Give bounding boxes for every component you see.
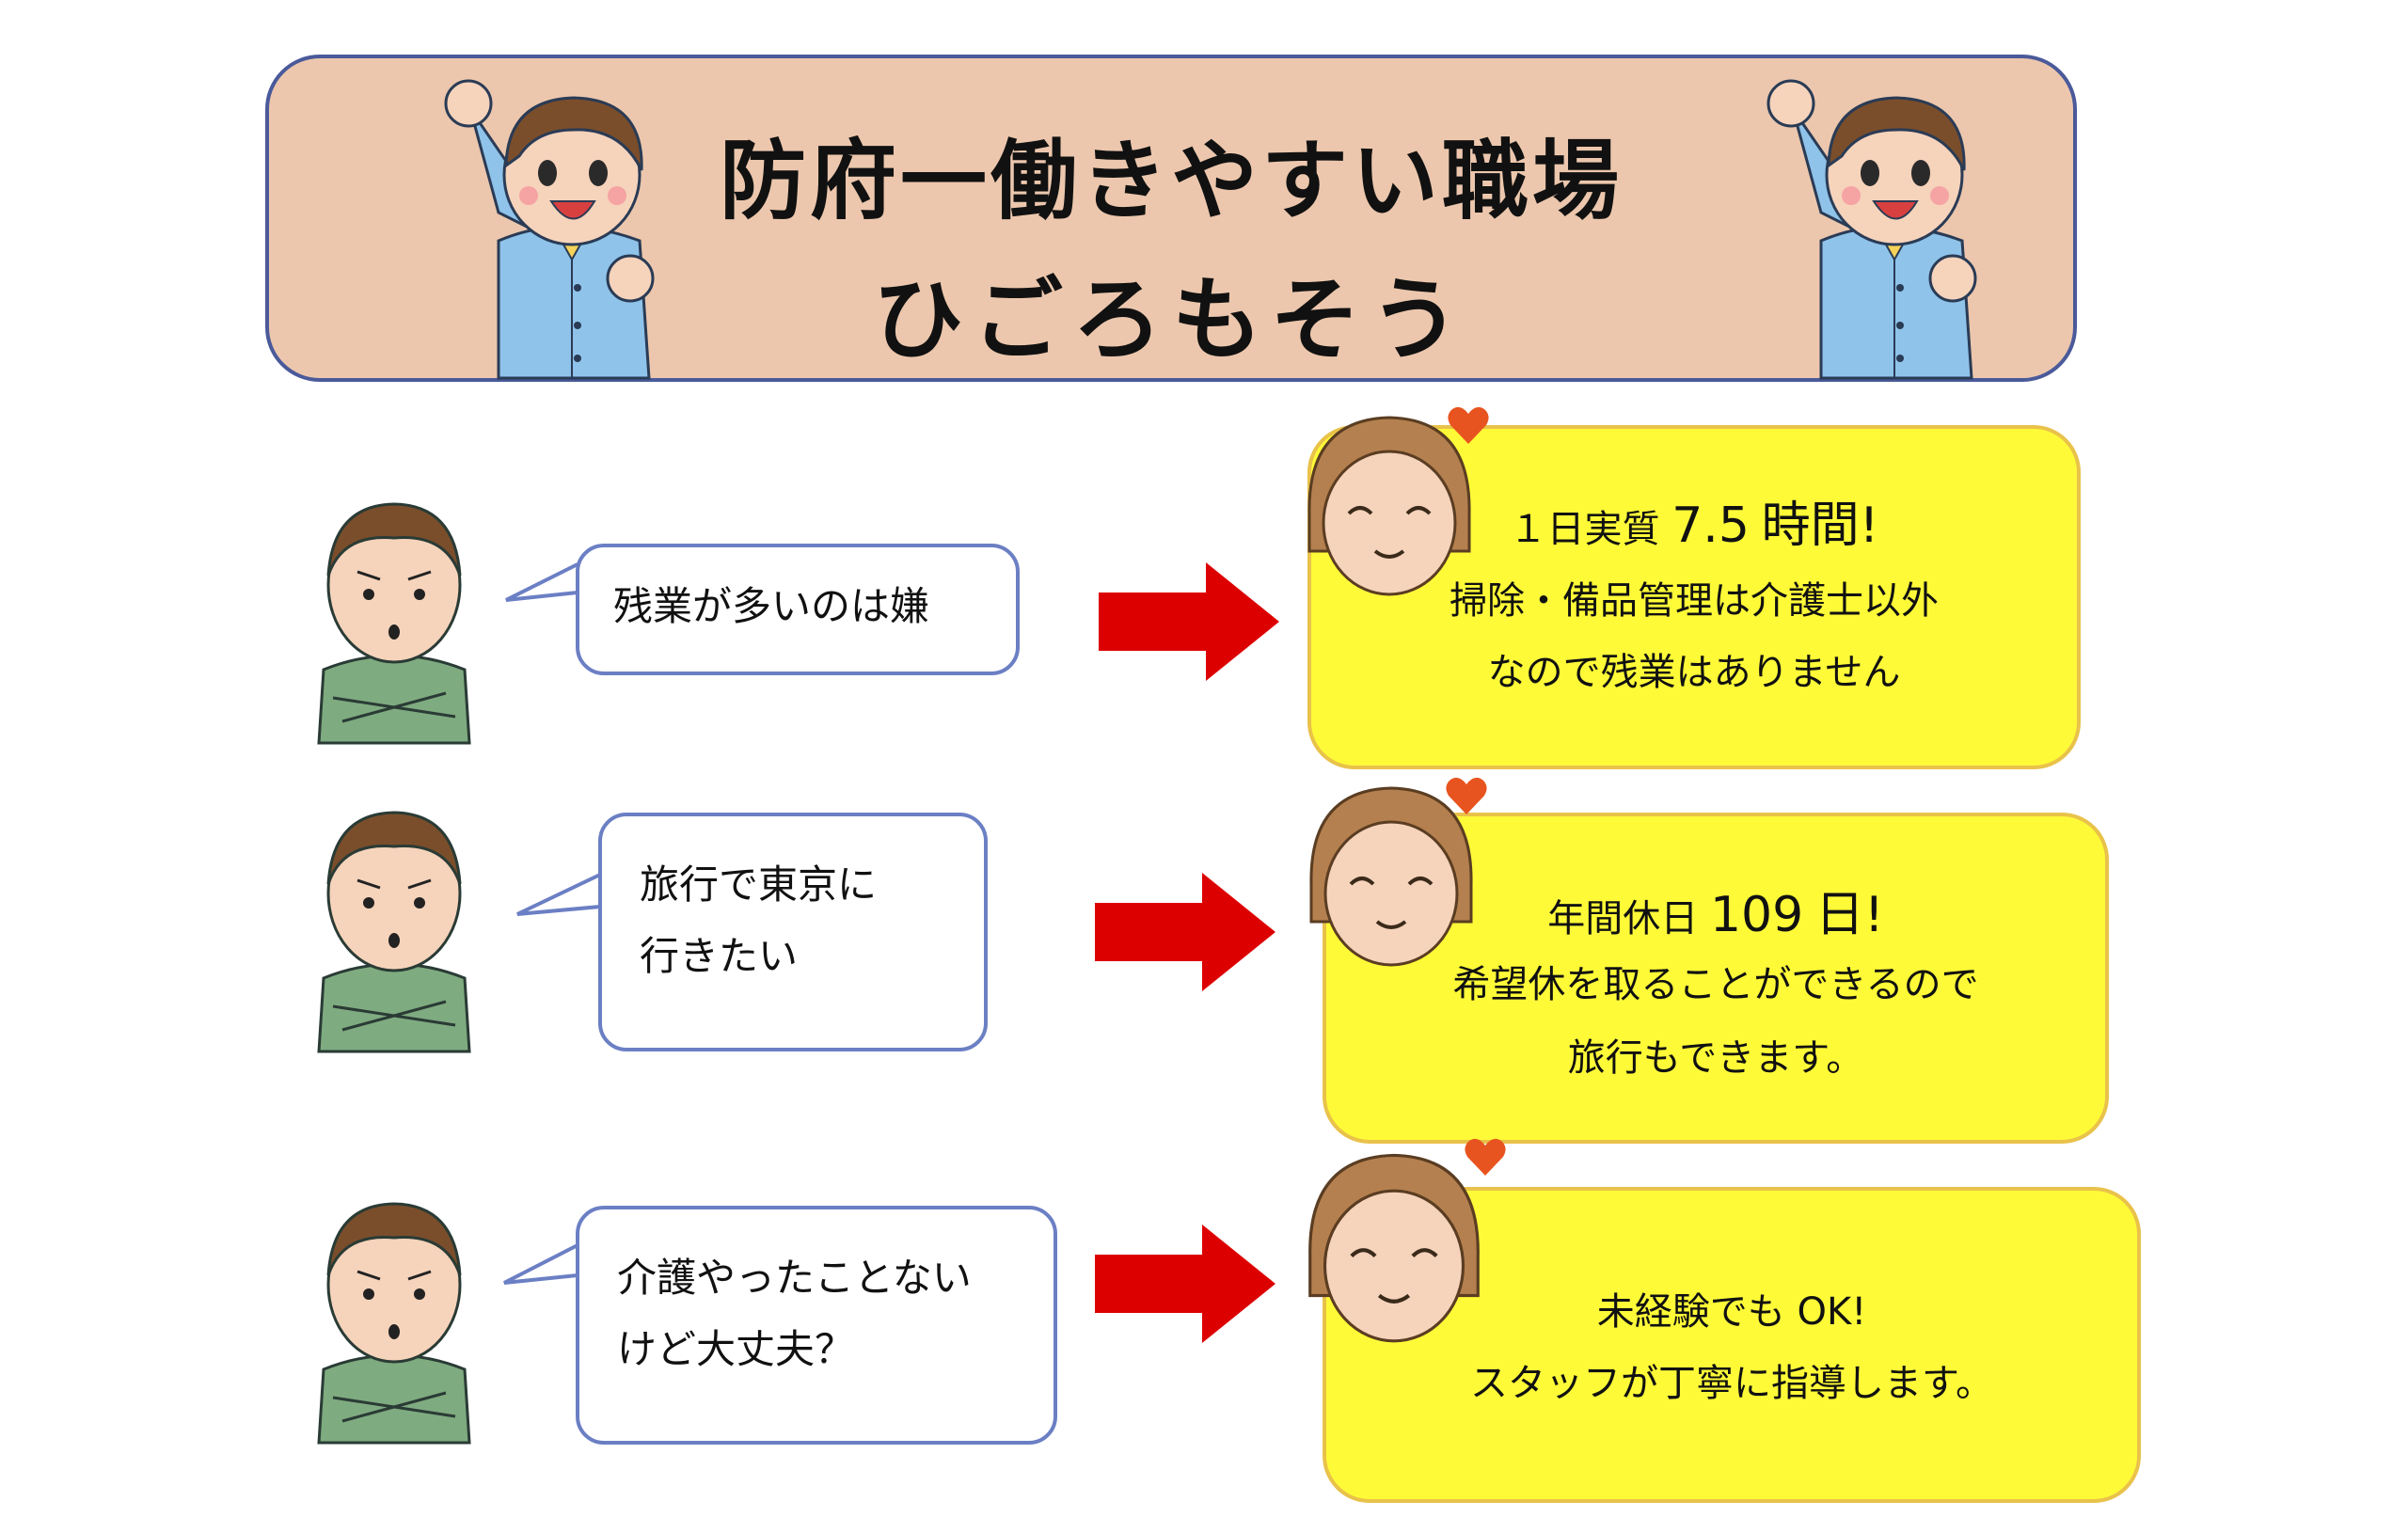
heart-icon bbox=[1446, 777, 1487, 814]
answer-box: 年間休日 109 日! 希望休を取ることができるので 旅行もできます。 bbox=[1323, 813, 2109, 1144]
worried-man-icon bbox=[317, 1202, 471, 1445]
heart-icon bbox=[1465, 1138, 1506, 1176]
question-text: 介護やったことない bbox=[617, 1255, 972, 1301]
cheering-boy-icon bbox=[444, 79, 655, 380]
answer-headline: １日実質 7.5 時間! bbox=[1509, 498, 1879, 554]
question-text: 旅行で東京に bbox=[640, 861, 878, 908]
smiling-woman-icon bbox=[1308, 1153, 1480, 1343]
right-arrow-icon bbox=[1095, 1225, 1275, 1343]
bubble-tail bbox=[503, 1243, 578, 1285]
question-bubble: 旅行で東京に 行きたい bbox=[598, 813, 988, 1051]
answer-text: スタッフが丁寧に指導します。 bbox=[1470, 1362, 1993, 1405]
page-subtitle: ひごろもそう bbox=[872, 267, 1470, 372]
answer-text: 希望休を取ることができるので bbox=[1452, 963, 1979, 1006]
smiling-woman-icon bbox=[1307, 416, 1471, 596]
answer-text: なので残業はありません bbox=[1487, 651, 1901, 694]
question-text: けど大丈夫？ bbox=[617, 1326, 855, 1372]
bubble-tail bbox=[516, 873, 601, 916]
question-bubble: 介護やったことない けど大丈夫？ bbox=[576, 1206, 1057, 1445]
smiling-woman-icon bbox=[1309, 786, 1473, 967]
answer-text: 旅行もできます。 bbox=[1567, 1036, 1864, 1080]
worried-man-icon bbox=[317, 811, 471, 1053]
bubble-tail bbox=[505, 562, 578, 602]
answer-headline: 未経験でも OK! bbox=[1596, 1290, 1867, 1334]
page-title: 防府一働きやすい職場 bbox=[719, 131, 1623, 231]
question-text: 行きたい bbox=[640, 933, 799, 979]
right-arrow-icon bbox=[1095, 873, 1275, 991]
heart-icon bbox=[1448, 406, 1489, 444]
cheering-boy-icon bbox=[1766, 79, 1977, 380]
right-arrow-icon bbox=[1099, 562, 1279, 681]
question-bubble: 残業が多いのは嫌 bbox=[576, 544, 1020, 675]
answer-text: 掃除・備品管理は介護士以外 bbox=[1450, 579, 1939, 623]
question-text: 残業が多いのは嫌 bbox=[613, 583, 930, 629]
answer-headline: 年間休日 109 日! bbox=[1547, 887, 1884, 943]
worried-man-icon bbox=[317, 502, 471, 745]
